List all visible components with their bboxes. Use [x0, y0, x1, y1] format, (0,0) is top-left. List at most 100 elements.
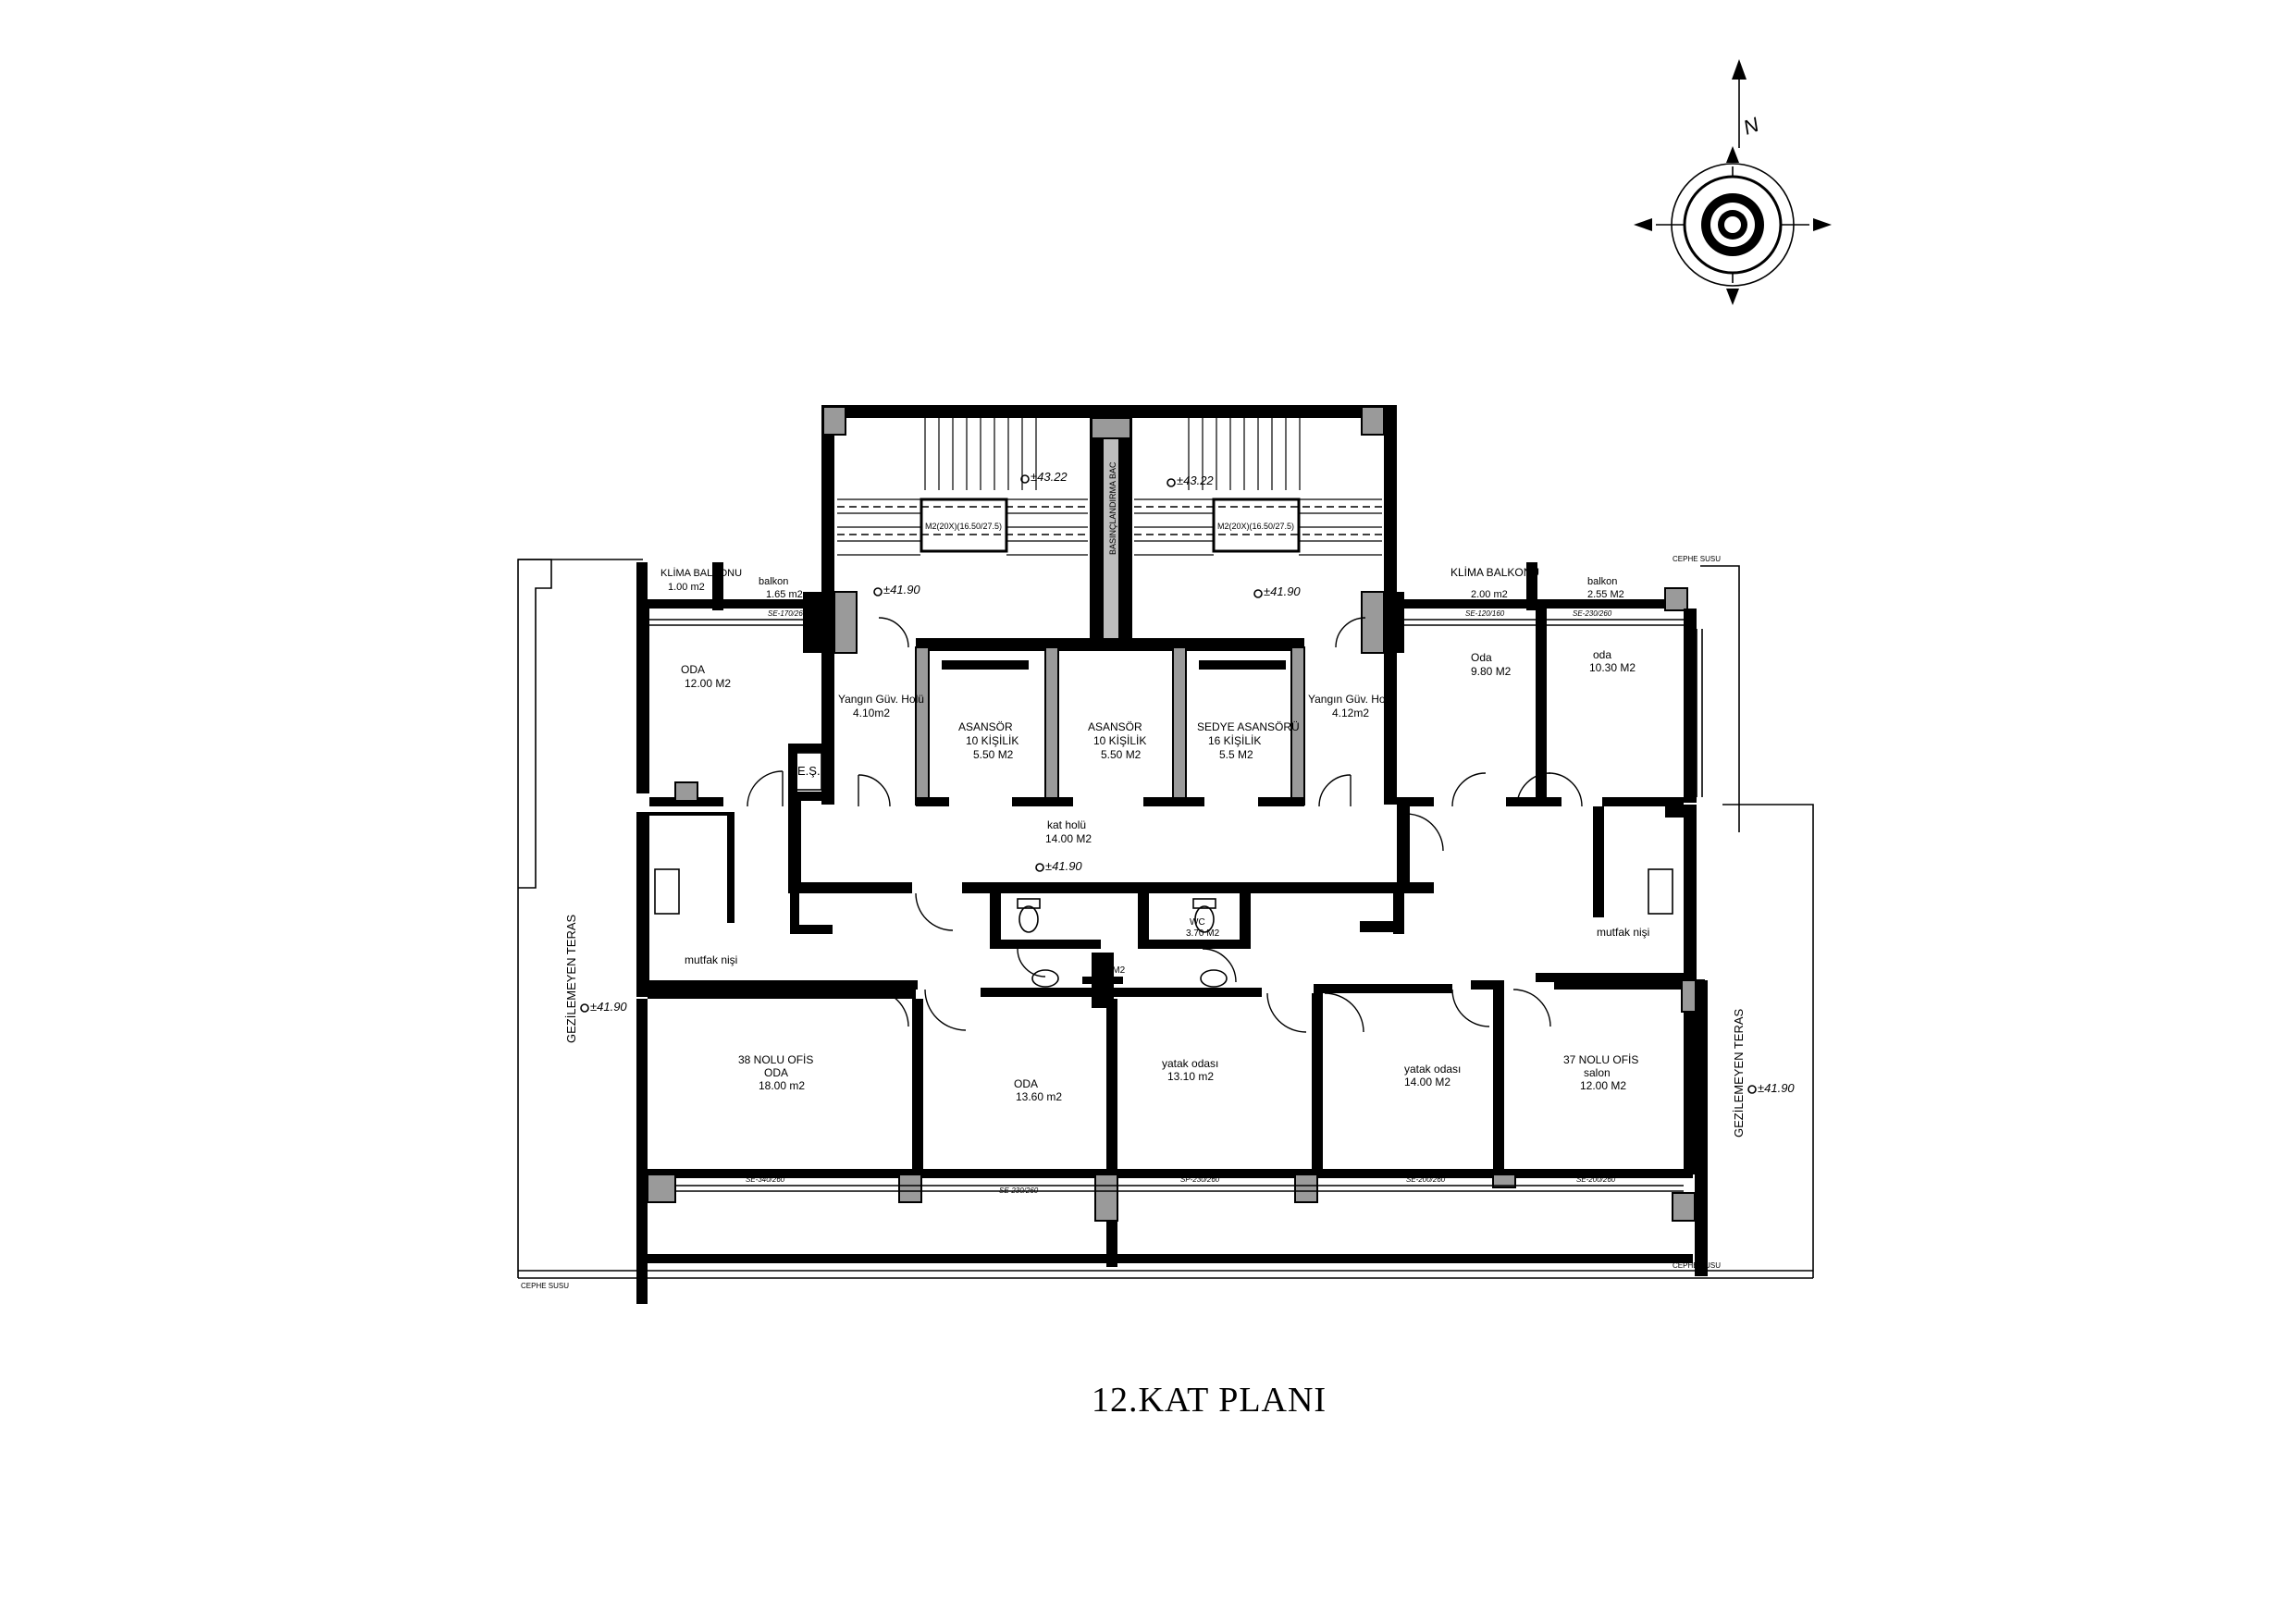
room-name: KLİMA BALKONU — [1450, 566, 1539, 579]
pressurization-shaft-label: BASINÇLANDIRMA BAC — [1108, 461, 1117, 555]
elevation-landing-right: ±41.90 — [1264, 584, 1301, 598]
room-name: SEDYE ASANSÖRÜ — [1197, 720, 1300, 733]
room-name: mutfak nişi — [685, 953, 737, 966]
room-area: 12.00 M2 — [685, 677, 731, 690]
room-wc: WC 3.60 M2 — [1092, 954, 1126, 976]
elevation-stair-right: ±43.22 — [1177, 473, 1214, 487]
room-yatak-2: yatak odası 14.00 M2 — [1404, 1063, 1461, 1088]
elevation-marker: ±41.90 — [873, 583, 920, 596]
wc-fixtures — [654, 868, 1673, 988]
room-name: balkon — [1587, 576, 1617, 587]
window-tag: SE-120/160 — [1465, 609, 1505, 618]
room-sub: ODA — [764, 1066, 788, 1079]
room-mutfak-left: mutfak nişi — [685, 953, 737, 966]
room-name: E.Ş. — [797, 764, 821, 778]
plan-title: 12.KAT PLANI — [1092, 1381, 1327, 1420]
room-name: kat holü — [1047, 818, 1086, 831]
room-area: 4.12m2 — [1332, 707, 1369, 719]
room-area: 4.10m2 — [853, 707, 890, 719]
room-name: balkon — [759, 576, 788, 587]
terrace-right-label: GEZİLEMEYEN TERAS — [1732, 1008, 1746, 1137]
room-name: yatak odası — [1404, 1063, 1461, 1076]
room-name: Yangın Güv. Holü — [838, 693, 924, 706]
room-name: 38 NOLU OFİS — [738, 1053, 813, 1066]
window-tag: SE-200/260 — [1576, 1175, 1616, 1184]
room-sedye: SEDYE ASANSÖRÜ 16 KİŞİLİK 5.5 M2 — [1197, 720, 1300, 761]
elevation-marker: ±43.22 — [1020, 470, 1068, 484]
stair-landing-label-left: M2(20X)(16.50/27.5) — [925, 522, 1002, 531]
room-area: 9.80 M2 — [1471, 665, 1512, 678]
room-area: 2.55 M2 — [1587, 589, 1624, 600]
room-name: Oda — [1471, 651, 1492, 664]
room-es: E.Ş. — [791, 752, 822, 791]
room-asansor-2: ASANSÖR 10 KİŞİLİK 5.50 M2 — [1088, 720, 1146, 761]
room-kat-holu: kat holü 14.00 M2 ±41.90 — [1035, 818, 1092, 873]
room-yangin-right: Yangın Güv. Holü 4.12m2 — [1308, 693, 1394, 719]
room-yatak-1: yatak odası 13.10 m2 — [1162, 1057, 1218, 1083]
room-asansor-1: ASANSÖR 10 KİŞİLİK 5.50 M2 — [958, 720, 1018, 761]
room-name: ASANSÖR — [958, 720, 1013, 733]
room-name: ASANSÖR — [1088, 720, 1142, 733]
window-tag: SE-230/260 — [999, 1187, 1039, 1195]
room-wc-2: WC 3.70 M2 — [1186, 917, 1220, 939]
room-area: 18.00 m2 — [759, 1079, 805, 1092]
room-name: yatak odası — [1162, 1057, 1218, 1070]
facade-label-top: CEPHE SUSU — [1673, 555, 1721, 563]
room-capacity: 16 KİŞİLİK — [1208, 734, 1261, 747]
terrace-right: GEZİLEMEYEN TERAS ±41.90 — [1732, 1008, 1795, 1137]
building-walls — [636, 562, 1708, 1304]
window-tags: SE-170/260 SE-120/160 SE-230/260 SE-340/… — [746, 609, 1616, 1195]
elevation-terrace-right: ±41.90 — [1758, 1081, 1795, 1095]
room-sub: salon — [1584, 1066, 1611, 1079]
room-area: 10.30 M2 — [1589, 661, 1636, 674]
room-name: ODA — [681, 663, 705, 676]
room-capacity: 10 KİŞİLİK — [1093, 734, 1146, 747]
compass-icon: N — [1634, 59, 1832, 305]
door-swings — [747, 617, 1583, 1033]
room-name: KLİMA BALKONU — [660, 567, 742, 579]
room-name: WC — [1095, 954, 1111, 965]
window-tag: SP-230/260 — [1180, 1175, 1220, 1184]
room-name: ODA — [1014, 1077, 1038, 1090]
room-name: mutfak nişi — [1597, 926, 1649, 939]
room-area: 3.60 M2 — [1092, 965, 1126, 976]
terrace-outline — [517, 559, 1814, 1279]
room-area: 12.00 M2 — [1580, 1079, 1626, 1092]
window-tag: SE-340/260 — [746, 1175, 785, 1184]
elevation-terrace-left: ±41.90 — [590, 1000, 627, 1014]
room-yangin-left: Yangın Güv. Holü 4.10m2 — [838, 693, 924, 719]
room-name: oda — [1593, 648, 1611, 661]
elevation-marker: ±41.90 — [1253, 584, 1301, 598]
window-tag: SE-230/260 — [1573, 609, 1612, 618]
room-area: 14.00 M2 — [1404, 1076, 1450, 1088]
elevation-landing-left: ±41.90 — [883, 583, 920, 596]
room-area: 2.00 m2 — [1471, 589, 1508, 600]
room-name: 37 NOLU OFİS — [1563, 1053, 1638, 1066]
room-ofis-37: 37 NOLU OFİS salon 12.00 M2 — [1563, 1053, 1638, 1092]
room-oda-left: ODA 12.00 M2 — [681, 663, 731, 690]
room-area: 1.65 m2 — [766, 589, 803, 600]
room-name: WC — [1190, 917, 1205, 928]
room-capacity: 10 KİŞİLİK — [966, 734, 1018, 747]
elevation-hall: ±41.90 — [1045, 859, 1082, 873]
room-area: 13.60 m2 — [1016, 1090, 1062, 1103]
facade-label-bottom-left: CEPHE SUSU — [521, 1282, 569, 1290]
room-ofis-38: 38 NOLU OFİS ODA 18.00 m2 — [738, 1053, 813, 1092]
room-balkon-left: balkon 1.65 m2 — [759, 576, 803, 600]
stair-landing-label-right: M2(20X)(16.50/27.5) — [1217, 522, 1294, 531]
room-balkon-right: balkon 2.55 M2 — [1587, 576, 1624, 600]
window-tag: SE-170/260 — [768, 609, 808, 618]
room-area: 3.70 M2 — [1186, 928, 1220, 939]
room-klima-right: KLİMA BALKONU 2.00 m2 — [1450, 566, 1539, 600]
north-label: N — [1740, 113, 1762, 140]
stair-core: M2(20X)(16.50/27.5) M2(20X)(16.50/27.5) … — [821, 405, 1397, 653]
room-mutfak-right: mutfak nişi — [1597, 926, 1649, 939]
room-oda-mid: ODA 13.60 m2 — [1014, 1077, 1062, 1103]
window-tag: SE-200/260 — [1406, 1175, 1446, 1184]
room-area: 14.00 M2 — [1045, 832, 1092, 845]
room-area: 13.10 m2 — [1167, 1070, 1214, 1083]
terrace-left-label: GEZİLEMEYEN TERAS — [564, 914, 578, 1043]
room-area: 1.00 m2 — [668, 582, 705, 593]
terrace-left: GEZİLEMEYEN TERAS ±41.90 — [564, 914, 627, 1043]
